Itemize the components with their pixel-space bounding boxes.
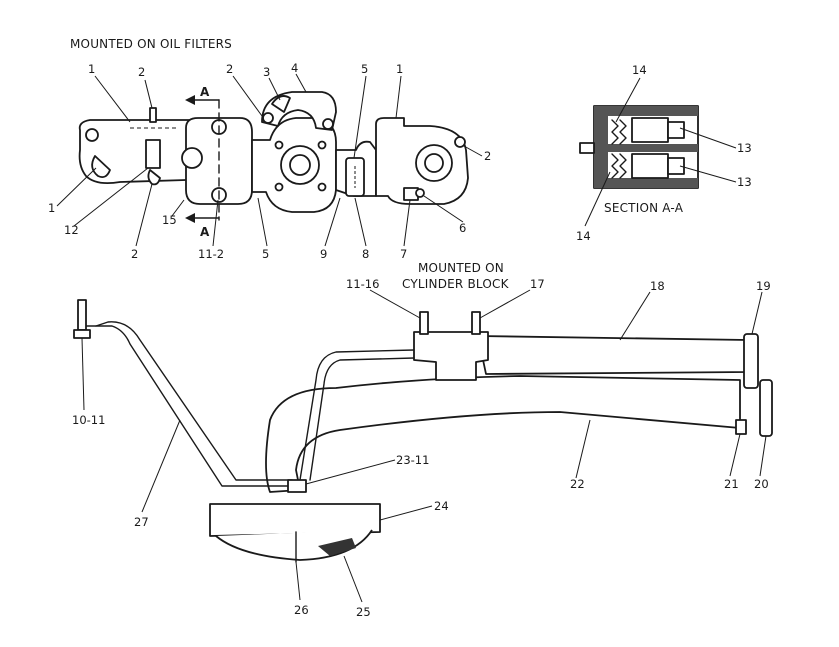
- callout-11-16: 11-16: [346, 277, 379, 291]
- arrow-head-bottom: [185, 213, 195, 223]
- stud-2a: [149, 107, 157, 123]
- callout-22: 22: [570, 477, 585, 491]
- callout-4: 4: [291, 61, 298, 75]
- spring-upper: [611, 119, 627, 145]
- bracket-27-inner: [95, 321, 293, 481]
- section-hatch-bottom: [594, 178, 698, 188]
- section-hatch-mid: [608, 144, 698, 152]
- section-hatch-top: [594, 106, 698, 116]
- valve-upper: [631, 117, 669, 143]
- callout-20: 20: [754, 477, 769, 491]
- valve-seat-upper: [667, 121, 685, 139]
- callout-26: 26: [294, 603, 309, 617]
- gasket-3: [271, 95, 291, 113]
- plug-12: [145, 139, 161, 169]
- right-flange-bolt-2c: [454, 136, 466, 148]
- callout-labels: 1 2 2 3 4 5 1 2 1 12 2 15 11-2 5 9 8 7 6…: [48, 61, 771, 619]
- callout-23-11: 23-11: [396, 453, 429, 467]
- screen-mesh: [318, 538, 356, 556]
- section-a-a-view: [579, 77, 737, 227]
- callout-5b: 5: [262, 247, 269, 261]
- header-cylinder-block-line2: CYLINDER BLOCK: [402, 277, 510, 291]
- left-flange-bolt-hole: [85, 128, 99, 142]
- bracket-hole-left: [262, 112, 274, 124]
- bolt-17: [471, 311, 481, 335]
- callout-2b: 2: [226, 62, 233, 76]
- callout-19: 19: [756, 279, 771, 293]
- section-marker-top: A: [200, 85, 210, 99]
- callout-7: 7: [400, 247, 407, 261]
- bolt-10-washer: [73, 329, 91, 339]
- section-title: SECTION A-A: [604, 201, 684, 215]
- arrow-head-top: [185, 95, 195, 105]
- callout-24: 24: [434, 499, 449, 513]
- tube-18: [477, 335, 749, 375]
- callout-27: 27: [134, 515, 149, 529]
- callout-21: 21: [724, 477, 739, 491]
- pipe-line-2: [309, 357, 415, 481]
- callout-6: 6: [459, 221, 466, 235]
- valve-body-assembly: A A: [78, 85, 469, 239]
- callout-1a: 1: [88, 62, 95, 76]
- bolt-10: [77, 299, 87, 331]
- callout-11-2: 11-2: [198, 247, 224, 261]
- flange-19: [743, 333, 759, 389]
- callout-18: 18: [650, 279, 665, 293]
- callout-2a: 2: [138, 65, 145, 79]
- callout-8: 8: [362, 247, 369, 261]
- bolt-23: [287, 479, 307, 493]
- middle-bolt-3: [274, 182, 284, 192]
- callout-17: 17: [530, 277, 545, 291]
- callout-9: 9: [320, 247, 327, 261]
- spring-lower: [611, 153, 627, 179]
- callout-10-11: 10-11: [72, 413, 105, 427]
- bolt-16: [419, 311, 429, 335]
- callout-25: 25: [356, 605, 371, 619]
- callout-3: 3: [263, 65, 270, 79]
- header-cylinder-block-line1: MOUNTED ON: [418, 261, 504, 275]
- right-port-inner: [424, 153, 444, 173]
- mount-block: [413, 331, 489, 381]
- section-marker-bottom: A: [200, 225, 210, 239]
- pipe-line: [299, 349, 415, 481]
- suction-tube-assembly: [73, 299, 773, 563]
- callout-14a: 14: [632, 63, 647, 77]
- section-bolt: [579, 142, 595, 154]
- callout-leaders-bottom: [81, 289, 767, 603]
- center-port: [181, 147, 203, 169]
- left-flange-boss: [91, 155, 111, 179]
- section-hatch-left: [594, 106, 608, 188]
- callout-12: 12: [64, 223, 79, 237]
- washer-6: [415, 188, 425, 198]
- nut-7: [403, 187, 419, 201]
- callout-13a: 13: [737, 141, 752, 155]
- callout-13b: 13: [737, 175, 752, 189]
- callout-1c: 1: [48, 201, 55, 215]
- callout-14b: 14: [576, 229, 591, 243]
- bolt-21: [735, 419, 747, 435]
- callout-1b: 1: [396, 62, 403, 76]
- middle-bolt-4: [317, 182, 327, 192]
- bracket-27: [81, 325, 291, 487]
- flange-20: [759, 379, 773, 437]
- callout-5a: 5: [361, 62, 368, 76]
- middle-bolt-2: [317, 140, 327, 150]
- middle-bolt-1: [274, 140, 284, 150]
- bracket-hole-right: [322, 118, 334, 130]
- callout-2d: 2: [131, 247, 138, 261]
- tube-22: [265, 375, 741, 493]
- valve-seat-lower: [667, 157, 685, 175]
- callout-15: 15: [162, 213, 177, 227]
- header-oil-filters: MOUNTED ON OIL FILTERS: [70, 37, 232, 51]
- valve-lower: [631, 153, 669, 179]
- callout-2c: 2: [484, 149, 491, 163]
- screen-cap-24: [209, 503, 381, 537]
- callout-leaders-top: [56, 73, 483, 247]
- middle-port-inner: [289, 154, 311, 176]
